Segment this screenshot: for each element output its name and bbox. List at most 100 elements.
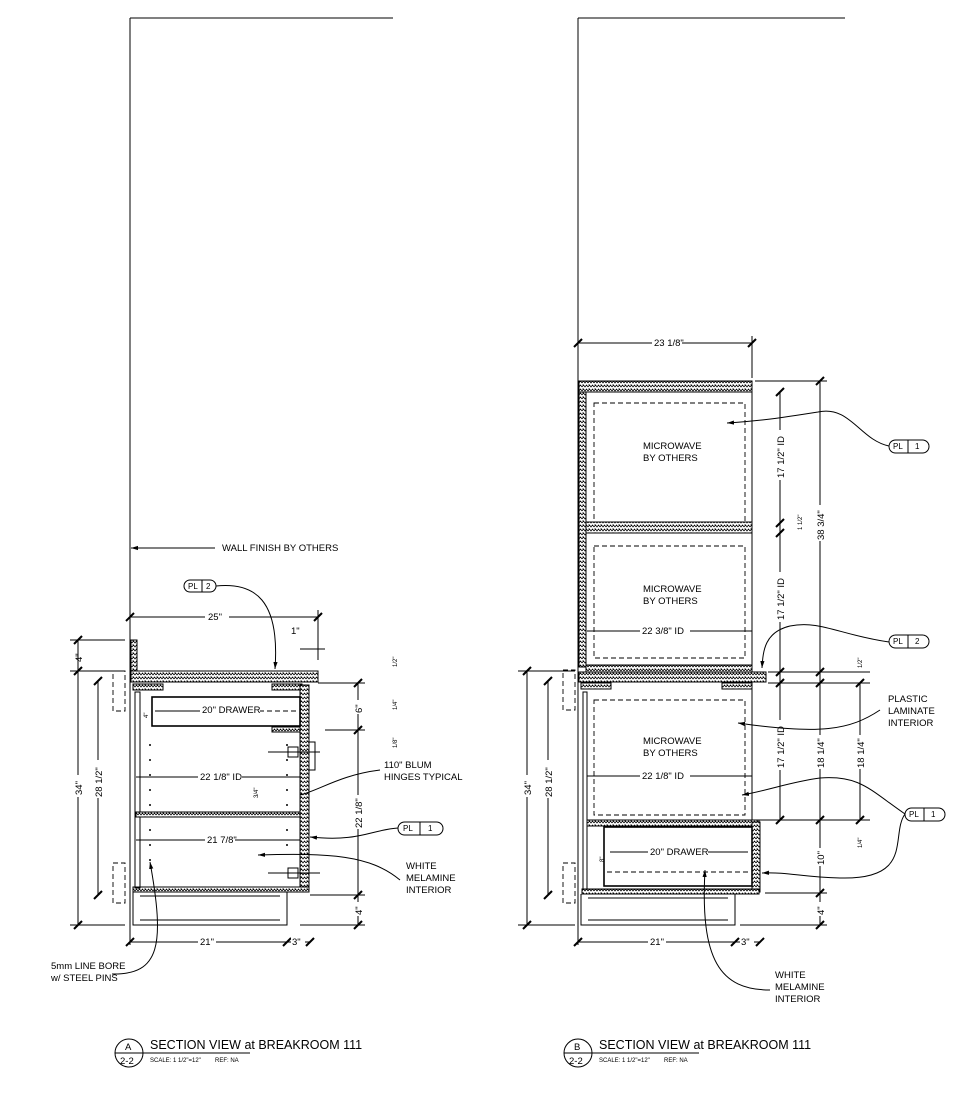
back-panel <box>134 691 141 889</box>
wall-line <box>129 17 393 945</box>
title-block-b: B 2-2 SECTION VIEW at BREAKROOM 111 SCAL… <box>563 1038 811 1068</box>
drawing-text: 25" <box>208 612 222 623</box>
drawing-text: SCALE: 1 1/2"=12" <box>150 1058 201 1064</box>
drawing-text: 23 1/8" <box>654 338 684 349</box>
drawing-text: BY OTHERS <box>643 748 698 759</box>
drawing-text: 38 3/4" <box>816 510 827 540</box>
drawing-text: 2-2 <box>120 1056 134 1067</box>
drawer-front-b <box>751 821 761 893</box>
drawing-text: LAMINATE <box>888 706 935 717</box>
drawing-text: 2 <box>915 637 920 646</box>
drawing-text: 22 1/8" <box>354 798 365 828</box>
drawing-text: WHITE <box>406 861 437 872</box>
door-panel <box>299 684 310 892</box>
drawing-text: MELAMINE <box>406 873 456 884</box>
line-bore-holes <box>149 744 288 861</box>
drawing-text: 1 <box>931 810 936 819</box>
drawing-text: 1 1/2" <box>798 515 804 530</box>
upper-side-panel <box>578 391 587 668</box>
drawing-text: 28 1/2" <box>94 767 105 797</box>
microwave-middle <box>593 545 746 659</box>
drawing-text: 1/2" <box>393 657 399 667</box>
drawing-text: A <box>125 1042 132 1053</box>
drawing-text: 8" <box>600 857 606 862</box>
drawing-text: 1/2" <box>858 658 864 668</box>
countertop-b <box>578 671 767 683</box>
hinges-leader <box>299 769 381 796</box>
drawing-text: 4" <box>816 906 827 915</box>
bottom-panel <box>132 886 310 893</box>
drawing-text: 21" <box>200 937 214 948</box>
door-handle <box>309 741 316 771</box>
wall-line-b <box>577 17 845 945</box>
upper-mid-shelf <box>585 521 753 534</box>
drawing-text: 1" <box>291 626 300 637</box>
pl2-tag-b: PL 2 <box>760 624 930 669</box>
drawing-text: BY OTHERS <box>643 453 698 464</box>
shelf <box>135 811 301 818</box>
drawing-text: 22 3/8" ID <box>642 626 684 637</box>
drawing-text: REF: NA <box>664 1058 688 1064</box>
drawing-text: BY OTHERS <box>643 596 698 607</box>
drawing-text: w/ STEEL PINS <box>50 973 118 984</box>
drawing-text: 34" <box>74 781 85 795</box>
drawing-text: PL <box>893 442 903 451</box>
drawing-text: 4" <box>74 653 85 662</box>
drawing-text: INTERIOR <box>406 885 452 896</box>
drawing-text: 34" <box>523 781 534 795</box>
drawing-text: 4" <box>144 713 150 718</box>
microwave-upper <box>593 402 746 523</box>
section-view-a: WALL FINISH BY OTHERS PL 2 <box>50 17 463 1068</box>
drawing-text: 3" <box>292 937 301 948</box>
drawing-text: 17 1/2" ID <box>776 578 787 620</box>
drawing-text: 21" <box>650 937 664 948</box>
drawing-text: 2 <box>206 582 211 591</box>
drawing-text: 17 1/2" ID <box>776 436 787 478</box>
drawing-text: 20" DRAWER <box>650 847 709 858</box>
drawing-text: 18 1/4" <box>816 738 827 768</box>
dimensions-b: 23 1/8" 17 1/2" ID 17 1/2" ID 17 1/2" ID… <box>518 336 870 948</box>
drawing-text: 1/4" <box>858 838 864 848</box>
backsplash <box>130 639 138 672</box>
drawing-text: 4" <box>354 906 365 915</box>
drawing-text: SCALE: 1 1/2"=12" <box>599 1058 650 1064</box>
drawing-text: 18 1/4" <box>856 738 867 768</box>
drawing-text: PL <box>909 810 919 819</box>
drawing-text: 22 1/8" ID <box>642 771 684 782</box>
drawing-text: HINGES TYPICAL <box>384 772 463 783</box>
upper-top-panel <box>578 380 753 393</box>
drawing-text: PL <box>403 824 413 833</box>
drawing-text: 2-2 <box>569 1056 583 1067</box>
pl1-tag-top: PL 1 <box>726 410 930 454</box>
drawing-text: MICROWAVE <box>643 584 702 595</box>
drawing-text: 6" <box>354 704 365 713</box>
drawing-text: SECTION VIEW at BREAKROOM 111 <box>599 1038 811 1052</box>
drawing-text: PL <box>188 582 198 591</box>
hinge-icon <box>268 746 320 879</box>
drawing-text: 21 7/8" <box>207 835 237 846</box>
drawing-text: 1/4" <box>393 700 399 710</box>
wall-finish-label: WALL FINISH BY OTHERS <box>222 543 338 554</box>
pl1-tag: PL 1 <box>309 821 444 840</box>
drawing-text: MELAMINE <box>775 982 825 993</box>
drawing-text: PLASTIC <box>888 694 928 705</box>
drawing-text: 110" BLUM <box>384 760 432 771</box>
drawing-text: 3/4" <box>254 788 260 798</box>
drawing-text: PL <box>893 637 903 646</box>
drawing-text: 1 <box>428 824 433 833</box>
drawing-text: 5mm LINE BORE <box>51 961 125 972</box>
drawer-label: 20" DRAWER <box>202 705 261 716</box>
drawing-text: INTERIOR <box>888 718 934 729</box>
drawing-text: MICROWAVE <box>643 441 702 452</box>
drawing-text: MICROWAVE <box>643 736 702 747</box>
drawing-text: 22 1/8" ID <box>200 772 242 783</box>
title-block-a: A 2-2 SECTION VIEW at BREAKROOM 111 SCAL… <box>114 1038 362 1068</box>
drawing-text: 1/8" <box>393 738 399 748</box>
drawing-text: SECTION VIEW at BREAKROOM 111 <box>150 1038 362 1052</box>
drawing-text: WHITE <box>775 970 806 981</box>
drawing-text: 10" <box>816 851 827 865</box>
drawing-text: 1 <box>915 442 920 451</box>
dimensions-a: 25" 1" 4" 34" 28 1/2" 6" 22 1/8" 4" 1/2" <box>70 610 399 948</box>
